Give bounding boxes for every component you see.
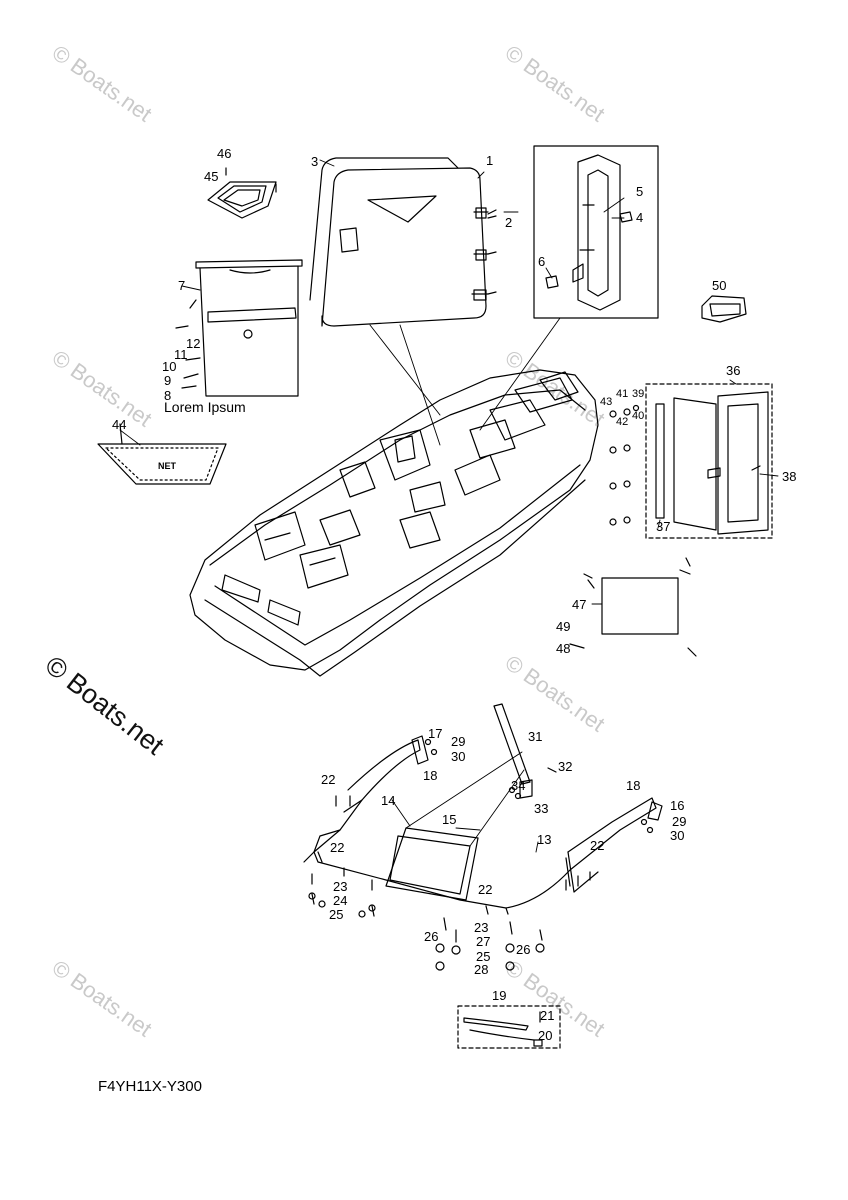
callout-22b: 22	[330, 840, 344, 855]
net-label: NET	[158, 461, 177, 471]
callout-13: 13	[537, 832, 551, 847]
callout-8: 8	[164, 388, 171, 403]
storage-pocket	[175, 259, 303, 397]
hinge-set	[473, 207, 497, 301]
callout-29b: 29	[672, 814, 686, 829]
callout-47: 47	[572, 597, 586, 612]
callout-labels: 1 2 3 4 5 6 7 8 9 10 11 12 13 14 15 16 1…	[112, 146, 796, 1043]
callout-34: 34	[511, 778, 525, 793]
detail-frame	[533, 145, 659, 319]
diagram-code: F4YH11X-Y300	[98, 1078, 202, 1095]
cabin-door	[309, 157, 489, 327]
storage-bin	[207, 167, 277, 219]
callout-6: 6	[538, 254, 545, 269]
callout-4: 4	[636, 210, 643, 225]
callout-14: 14	[381, 793, 395, 808]
callout-29a: 29	[451, 734, 465, 749]
cargo-net	[97, 423, 227, 485]
callout-41: 41	[616, 388, 628, 400]
hatch-fasteners	[609, 404, 640, 526]
callout-10: 10	[162, 359, 176, 374]
callout-31: 31	[528, 729, 542, 744]
callout-50: 50	[712, 278, 726, 293]
boat-hull	[189, 369, 599, 677]
callout-28: 28	[474, 962, 488, 977]
callout-17: 17	[428, 726, 442, 741]
callout-37: 37	[656, 519, 670, 534]
hatch-detail-frame	[645, 383, 773, 539]
callout-30a: 30	[451, 749, 465, 764]
callout-23a: 23	[333, 879, 347, 894]
hatch-window	[655, 391, 769, 535]
callout-33: 33	[534, 801, 548, 816]
windshield-fasteners	[308, 738, 654, 971]
callout-36: 36	[726, 363, 740, 378]
callout-5: 5	[636, 184, 643, 199]
callout-22c: 22	[478, 882, 492, 897]
door-edge-detail	[545, 154, 633, 311]
callout-3: 3	[311, 154, 318, 169]
callout-2: 2	[505, 215, 512, 230]
callout-18b: 18	[626, 778, 640, 793]
lorem-ipsum-label: Lorem Ipsum	[164, 399, 246, 415]
callout-32: 32	[558, 759, 572, 774]
callout-7: 7	[178, 278, 185, 293]
callout-43: 43	[600, 396, 612, 408]
seal-detail-frame	[457, 1005, 561, 1049]
callout-19: 19	[492, 988, 506, 1003]
windshield	[303, 735, 663, 915]
callout-1: 1	[486, 153, 493, 168]
callout-15: 15	[442, 812, 456, 827]
callout-25b: 25	[476, 949, 490, 964]
callout-42: 42	[616, 416, 628, 428]
callout-25a: 25	[329, 907, 343, 922]
mirror	[701, 295, 747, 323]
callout-12: 12	[186, 336, 200, 351]
callout-23b: 23	[474, 920, 488, 935]
callout-44: 44	[112, 417, 126, 432]
callout-22d: 22	[590, 838, 604, 853]
callout-22a: 22	[321, 772, 335, 787]
callout-16: 16	[670, 798, 684, 813]
callout-39: 39	[632, 388, 644, 400]
callout-24: 24	[333, 893, 347, 908]
callout-21: 21	[540, 1008, 554, 1023]
callout-9: 9	[164, 373, 171, 388]
callout-20: 20	[538, 1028, 552, 1043]
callout-40: 40	[632, 410, 644, 422]
mounting-plate	[569, 557, 697, 657]
callout-11: 11	[174, 347, 188, 362]
callout-26a: 26	[424, 929, 438, 944]
callout-26b: 26	[516, 942, 530, 957]
callout-49: 49	[556, 619, 570, 634]
callout-45: 45	[204, 169, 218, 184]
callout-27: 27	[476, 934, 490, 949]
leader-lines	[119, 159, 779, 853]
callout-46: 46	[217, 146, 231, 161]
seal-strip	[463, 1011, 543, 1047]
callout-30b: 30	[670, 828, 684, 843]
callout-38: 38	[782, 469, 796, 484]
callout-18a: 18	[423, 768, 437, 783]
callout-48: 48	[556, 641, 570, 656]
